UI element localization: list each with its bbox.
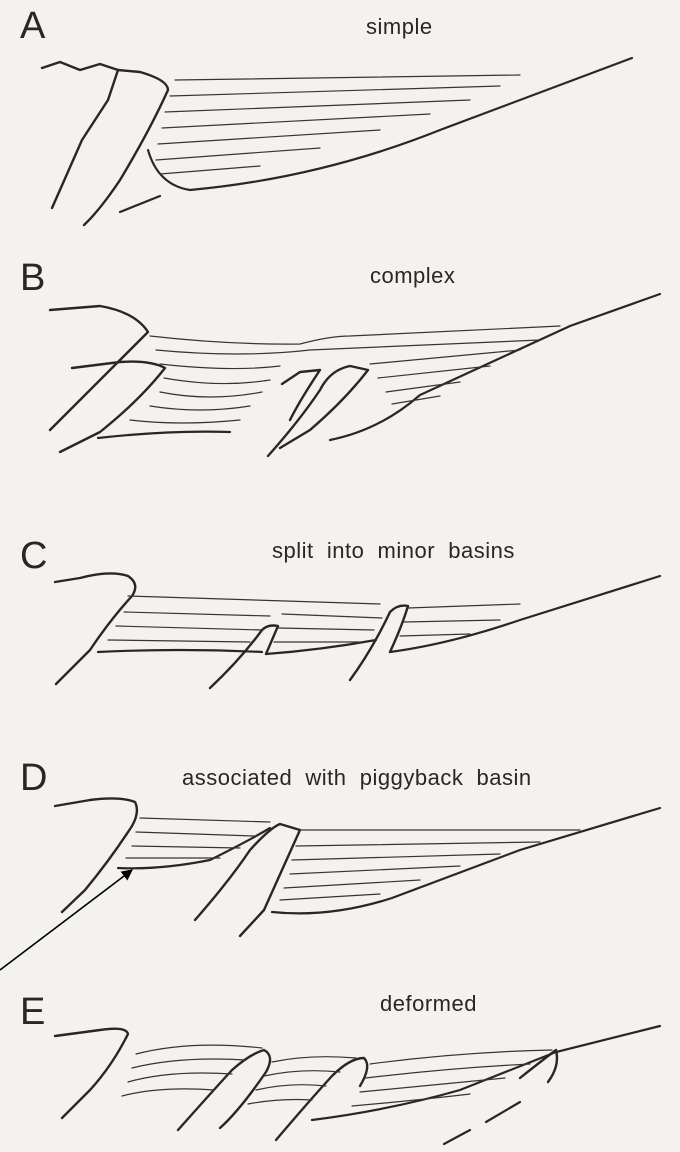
panel-b-caption: complex [370, 263, 455, 288]
panel-e-letter: E [20, 991, 45, 1033]
panel-a-caption: simple [366, 14, 433, 39]
panel-a: A simple [20, 5, 632, 225]
thrust-sheet-front [84, 70, 168, 225]
basin-base-right [312, 1026, 660, 1120]
panel-c-basin-fill [108, 596, 520, 642]
panel-b-letter: B [20, 257, 45, 299]
lower-thrust-fragment [120, 196, 160, 212]
panel-d-letter: D [20, 757, 47, 799]
panel-e-basin-fill [122, 1045, 552, 1106]
panel-b-thrusts [50, 294, 660, 456]
piggyback-basin-pointer-arrow [0, 870, 132, 970]
panel-a-thrusts [42, 58, 632, 225]
panel-c-letter: C [20, 535, 47, 577]
basin-base [148, 58, 632, 190]
panel-e-caption: deformed [380, 991, 477, 1016]
panel-b-basin-fill [130, 326, 560, 423]
thrust-sheet-2 [60, 362, 165, 452]
panel-d-basin-fill [126, 818, 580, 900]
panel-b: B complex [20, 257, 660, 456]
lower-thrust-fragment-2 [486, 1102, 520, 1122]
panel-c-caption: split into minor basins [272, 538, 515, 563]
panel-a-basin-fill [156, 75, 520, 174]
panel-c-thrusts [55, 573, 660, 688]
panel-e-thrusts [55, 1026, 660, 1144]
panel-d: D associated with piggyback basin [0, 757, 660, 970]
thrust-sheet-outline [42, 62, 118, 208]
basin-base-1 [98, 650, 262, 652]
panel-d-thrusts [55, 798, 660, 936]
thrust-sheet-1 [55, 798, 137, 912]
thrust-sheet-2 [210, 626, 278, 689]
basin-base-3 [390, 576, 660, 652]
basin-base-right [330, 294, 660, 440]
thrust-sheet-1 [55, 573, 135, 684]
lower-thrust-fragment [444, 1130, 470, 1144]
panel-c: C split into minor basins [20, 535, 660, 688]
thrust-sheet-1 [55, 1029, 128, 1118]
panel-e: E deformed [20, 991, 660, 1144]
panel-d-caption: associated with piggyback basin [182, 765, 532, 790]
thrust-sheet-1 [50, 306, 148, 430]
thrust-sheet-4 [282, 370, 320, 420]
panel-a-letter: A [20, 5, 46, 47]
thrust-sheet-3 [268, 366, 368, 456]
basin-base-outer [98, 432, 230, 438]
